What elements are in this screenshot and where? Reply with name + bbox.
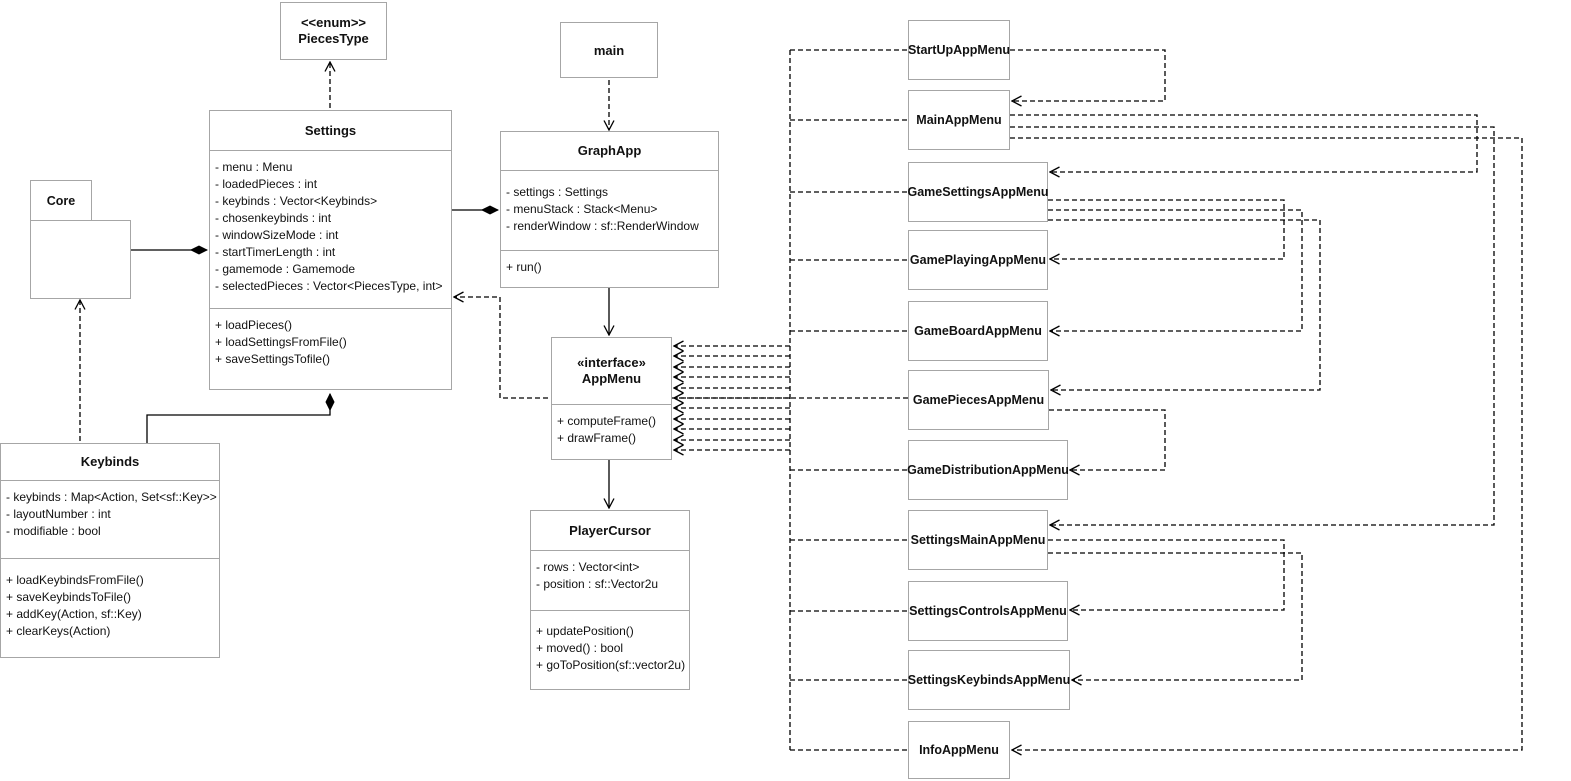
attribute-row: - menu : Menu xyxy=(215,160,293,174)
method-row: + run() xyxy=(506,260,542,274)
class-settingskeybindsappmenu[interactable]: SettingsKeybindsAppMenu xyxy=(908,650,1070,710)
attribute-row: - startTimerLength : int xyxy=(215,245,336,259)
interface-appmenu[interactable]: «interface» AppMenu + computeFrame() + d… xyxy=(551,337,672,460)
class-title: MainAppMenu xyxy=(916,113,1002,127)
class-main[interactable]: main xyxy=(560,22,658,78)
class-title: SettingsMainAppMenu xyxy=(910,533,1046,547)
attribute-row: - gamemode : Gamemode xyxy=(215,262,356,276)
methods-section: + loadPieces() + loadSettingsFromFile() … xyxy=(210,308,451,389)
class-title: PiecesType xyxy=(298,31,369,46)
attribute-row: - selectedPieces : Vector<PiecesType, in… xyxy=(215,279,443,293)
class-settingsmainappmenu[interactable]: SettingsMainAppMenu xyxy=(908,510,1048,570)
attribute-row: - windowSizeMode : int xyxy=(215,228,339,242)
edge-settingsmain-settingskeybinds xyxy=(1048,552,1303,680)
attribute-row: - menuStack : Stack<Menu> xyxy=(506,202,658,216)
class-title: GameBoardAppMenu xyxy=(914,324,1042,338)
attributes-section: - rows : Vector<int> - position : sf::Ve… xyxy=(531,550,689,610)
class-title: GameSettingsAppMenu xyxy=(907,185,1049,199)
class-title: GameDistributionAppMenu xyxy=(907,463,1069,477)
edge-main-gamesettings xyxy=(1010,114,1478,172)
methods-section: + run() xyxy=(501,250,718,287)
attribute-row: - layoutNumber : int xyxy=(6,507,111,521)
attribute-row: - position : sf::Vector2u xyxy=(536,577,659,591)
attribute-row: - loadedPieces : int xyxy=(215,177,318,191)
class-gamesettingsappmenu[interactable]: GameSettingsAppMenu xyxy=(907,162,1049,222)
package-core-tab[interactable]: Core xyxy=(30,180,92,221)
edge-main-info xyxy=(1010,137,1523,750)
attribute-row: - modifiable : bool xyxy=(6,524,101,538)
methods-section: + updatePosition() + moved() : bool + go… xyxy=(531,610,689,689)
class-title: main xyxy=(593,42,625,58)
attributes-section: - menu : Menu - loadedPieces : int - key… xyxy=(210,150,451,308)
method-row: + addKey(Action, sf::Key) xyxy=(6,607,142,621)
method-row: + loadPieces() xyxy=(215,318,293,332)
class-title: SettingsControlsAppMenu xyxy=(909,604,1067,618)
attribute-row: - chosenkeybinds : int xyxy=(215,211,332,225)
edge-gamesettings-gameplaying xyxy=(1048,199,1285,259)
method-row: + drawFrame() xyxy=(557,431,637,445)
method-row: + loadKeybindsFromFile() xyxy=(6,573,144,587)
class-settings[interactable]: Settings - menu : Menu - loadedPieces : … xyxy=(209,110,452,390)
attribute-row: - keybinds : Vector<Keybinds> xyxy=(215,194,378,208)
package-title: Core xyxy=(46,193,76,208)
method-row: + saveKeybindsToFile() xyxy=(6,590,132,604)
class-title: Keybinds xyxy=(80,454,140,469)
class-title: InfoAppMenu xyxy=(919,743,999,757)
class-title: Settings xyxy=(304,122,357,138)
method-row: + clearKeys(Action) xyxy=(6,624,111,638)
edge-gamepieces-settings xyxy=(454,297,908,399)
class-mainappmenu[interactable]: MainAppMenu xyxy=(908,90,1010,150)
attribute-row: - renderWindow : sf::RenderWindow xyxy=(506,219,699,233)
class-keybinds[interactable]: Keybinds - keybinds : Map<Action, Set<sf… xyxy=(0,443,220,658)
class-title: GamePiecesAppMenu xyxy=(912,393,1045,407)
method-row: + loadSettingsFromFile() xyxy=(215,335,347,349)
attribute-row: - settings : Settings xyxy=(506,185,609,199)
enum-piecestype[interactable]: <<enum>> PiecesType xyxy=(280,2,387,60)
class-title: StartUpAppMenu xyxy=(907,43,1011,57)
class-infoappmenu[interactable]: InfoAppMenu xyxy=(908,721,1010,779)
class-title: GraphApp xyxy=(577,143,642,158)
class-title: GamePlayingAppMenu xyxy=(909,253,1047,267)
stereotype-label: <<enum>> xyxy=(300,15,367,30)
class-startupappmenu[interactable]: StartUpAppMenu xyxy=(908,20,1010,80)
attributes-section: - keybinds : Map<Action, Set<sf::Key>> -… xyxy=(1,480,219,558)
method-row: + computeFrame() xyxy=(557,414,657,428)
edge-gamepieces-gamedistribution xyxy=(1049,409,1166,470)
edge-gamesettings-gameboard xyxy=(1048,209,1303,331)
class-title: AppMenu xyxy=(581,371,642,386)
class-title: SettingsKeybindsAppMenu xyxy=(907,673,1071,687)
edge-main-settingsmain xyxy=(1010,126,1495,525)
class-gameboardappmenu[interactable]: GameBoardAppMenu xyxy=(908,301,1048,361)
stereotype-label: «interface» xyxy=(577,355,646,370)
method-row: + goToPosition(sf::vector2u) xyxy=(536,658,686,672)
class-graphapp[interactable]: GraphApp - settings : Settings - menuSta… xyxy=(500,131,719,288)
attribute-row: - keybinds : Map<Action, Set<sf::Key>> xyxy=(6,490,217,504)
method-row: + saveSettingsTofile() xyxy=(215,352,331,366)
method-row: + moved() : bool xyxy=(536,641,624,655)
package-core-body[interactable] xyxy=(30,220,131,299)
class-playercursor[interactable]: PlayerCursor - rows : Vector<int> - posi… xyxy=(530,510,690,690)
edge-startup-main xyxy=(1010,49,1166,101)
attribute-row: - rows : Vector<int> xyxy=(536,560,640,574)
edge-gamesettings-gamepieces xyxy=(1048,219,1321,390)
method-row: + updatePosition() xyxy=(536,624,634,638)
methods-section: + loadKeybindsFromFile() + saveKeybindsT… xyxy=(1,558,219,657)
methods-section: + computeFrame() + drawFrame() xyxy=(552,404,671,459)
class-gamepiecesappmenu[interactable]: GamePiecesAppMenu xyxy=(908,370,1049,430)
edge-settingsmain-settingscontrols xyxy=(1048,539,1285,610)
attributes-section: - settings : Settings - menuStack : Stac… xyxy=(501,170,718,250)
class-title: PlayerCursor xyxy=(569,522,651,538)
edge-keybinds-settings-composition xyxy=(146,394,330,443)
class-gamedistributionappmenu[interactable]: GameDistributionAppMenu xyxy=(907,440,1069,500)
class-gameplayingappmenu[interactable]: GamePlayingAppMenu xyxy=(908,230,1048,290)
class-settingscontrolsappmenu[interactable]: SettingsControlsAppMenu xyxy=(908,581,1068,641)
